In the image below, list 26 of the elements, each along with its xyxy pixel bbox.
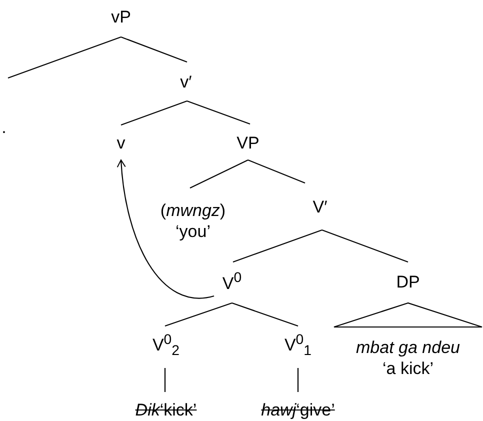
tree-branch — [322, 229, 408, 263]
node-label: vP — [111, 6, 131, 28]
tree-branch — [232, 302, 298, 327]
triangle-branch — [333, 302, 483, 328]
gloss-text: ‘a kick’ — [381, 358, 434, 379]
node-label: V$^{0}$ — [222, 268, 242, 294]
tree-branch — [8, 36, 122, 79]
tree-branch — [164, 302, 232, 327]
node-label: DP — [396, 272, 420, 292]
gloss-text: (mwngz) — [160, 200, 226, 221]
node-label: VP — [236, 132, 260, 154]
movement-arrow — [117, 160, 214, 299]
node-label: v′ — [180, 72, 192, 92]
mark-text: . — [2, 118, 6, 138]
tree-branch — [297, 368, 299, 392]
tree-branch — [232, 229, 322, 263]
tree-branch — [164, 368, 166, 392]
tree-branch — [120, 100, 188, 126]
tree-branch — [190, 160, 248, 188]
node-label: v — [116, 132, 126, 154]
gloss-text: mbat ga ndeu — [356, 337, 460, 358]
node-label: V′ — [312, 196, 328, 218]
gloss-text: ‘you’ — [174, 221, 212, 242]
tree-branch — [248, 159, 306, 184]
tree-branch — [186, 100, 250, 125]
tree-branch — [120, 36, 188, 63]
